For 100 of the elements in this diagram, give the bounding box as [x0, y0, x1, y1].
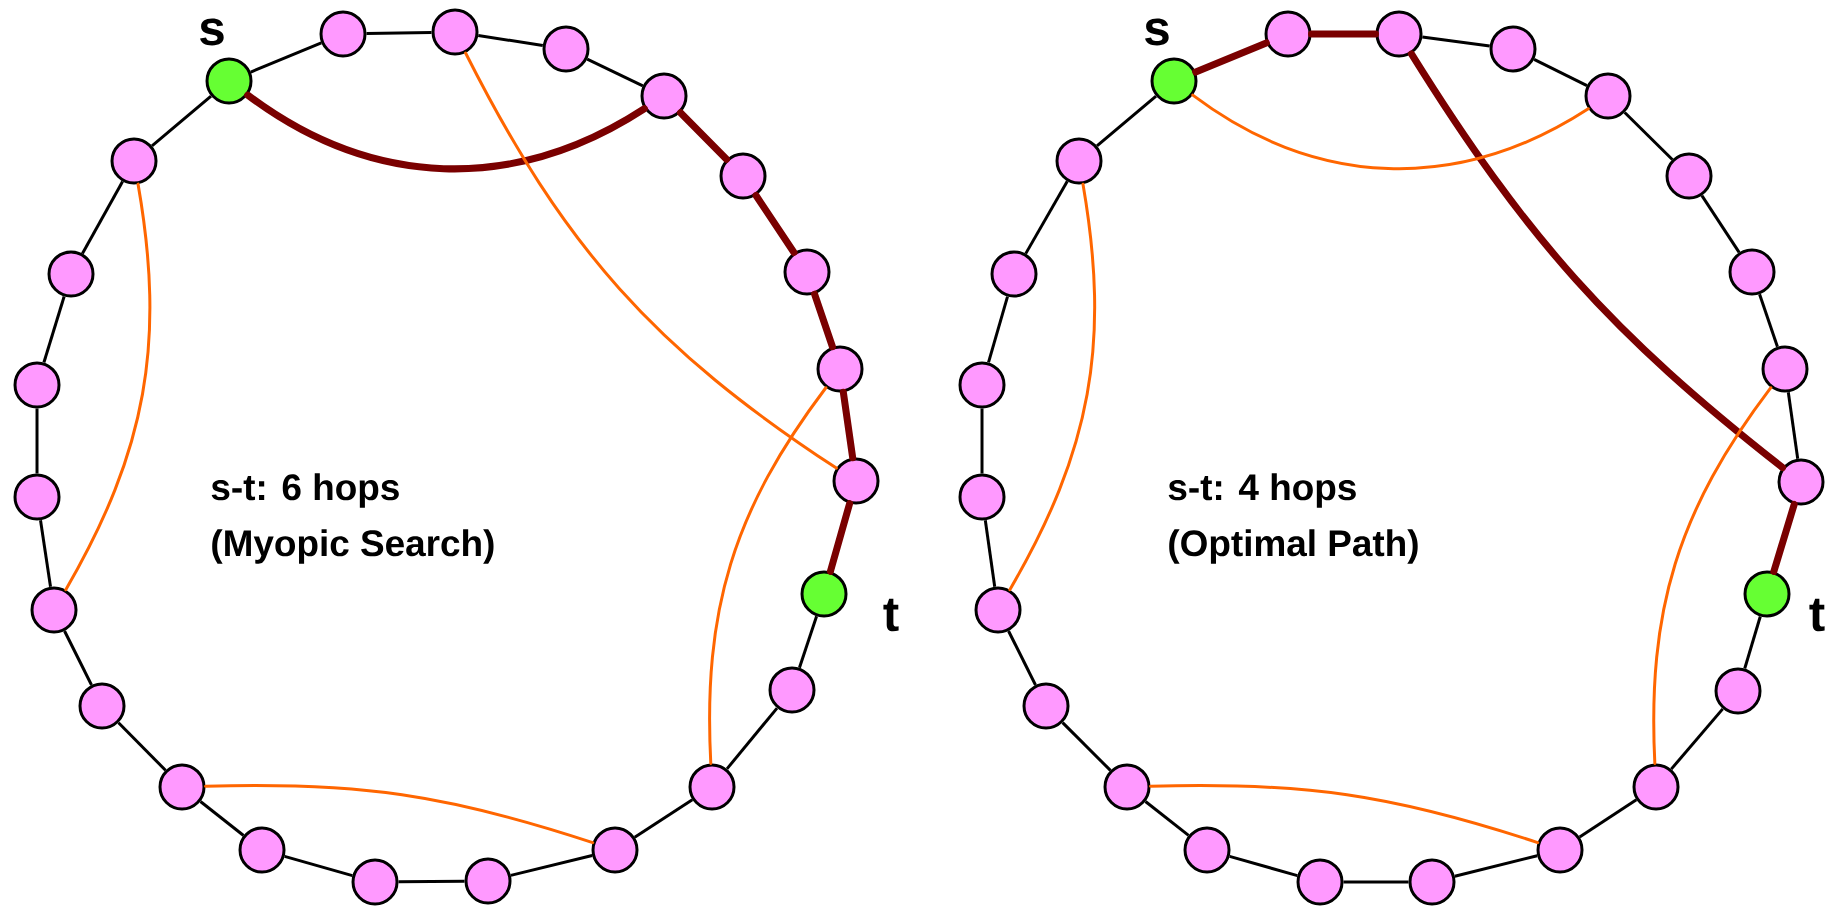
node-circle — [13, 361, 61, 409]
node-circle — [958, 473, 1006, 521]
ring-line — [1743, 616, 1762, 669]
ring-line — [1758, 293, 1779, 348]
ring-line — [1786, 392, 1800, 459]
node-circle — [800, 570, 848, 618]
node-circle — [238, 826, 286, 874]
node-circle — [1375, 10, 1423, 58]
node-circle — [351, 858, 399, 906]
link-curve — [1652, 386, 1773, 765]
caption-text: s-t: 4 hops — [1168, 473, 1356, 508]
ring-line — [478, 34, 543, 47]
node-circle — [1728, 248, 1776, 296]
ring-line — [398, 879, 465, 884]
node-circle — [1777, 458, 1825, 506]
ring-line — [35, 408, 39, 474]
ring-line — [1422, 35, 1490, 48]
ring-line — [81, 180, 124, 255]
node-label: t — [883, 598, 899, 632]
node-label: s — [200, 18, 224, 46]
node-circle — [1584, 72, 1632, 120]
ring-line — [250, 41, 322, 74]
link-curve — [708, 386, 828, 766]
ring-line — [1670, 707, 1724, 771]
node-circle — [319, 10, 367, 58]
ring-line — [798, 615, 818, 669]
node-circle — [719, 152, 767, 200]
ring-line — [42, 296, 66, 363]
ring-line — [117, 721, 167, 772]
path-line — [826, 500, 854, 575]
ring-line — [1061, 721, 1112, 772]
caption-text: s-t: 6 hops — [211, 473, 399, 508]
ring-line — [151, 94, 212, 147]
node-circle — [591, 826, 639, 874]
ring-line — [39, 520, 52, 587]
ring-line — [284, 854, 353, 878]
link-curve — [464, 51, 838, 470]
node-circle — [1743, 570, 1791, 618]
ring-line — [980, 408, 984, 474]
ring-line — [1096, 94, 1157, 147]
ring-line — [63, 630, 93, 686]
node-circle — [158, 763, 206, 811]
link-curve — [204, 784, 595, 845]
node-circle — [1296, 858, 1344, 906]
path-line — [244, 91, 648, 173]
ring-line — [1229, 854, 1298, 878]
ring-line — [983, 520, 997, 587]
link-curve — [1191, 93, 1590, 170]
ring-line — [1623, 111, 1674, 161]
caption-text: (Myopic Search) — [212, 529, 494, 564]
node-circle — [464, 857, 512, 905]
node-circle — [1022, 682, 1070, 730]
node-circle — [1761, 345, 1809, 393]
node-circle — [768, 666, 816, 714]
node-circle — [110, 137, 158, 185]
node-circle — [47, 250, 95, 298]
ring-line — [725, 707, 779, 770]
node-circle — [1055, 137, 1103, 185]
path-line — [1407, 50, 1787, 471]
node-circle — [1536, 826, 1584, 874]
link-curve — [64, 182, 152, 592]
node-circle — [958, 361, 1006, 409]
path-line — [752, 192, 798, 256]
ring-line — [633, 798, 694, 839]
node-circle — [13, 473, 61, 521]
node-circle — [1489, 25, 1537, 73]
path-line — [1770, 500, 1798, 576]
link-curve — [1149, 784, 1540, 845]
path-line — [1308, 30, 1380, 38]
node-circle — [431, 8, 479, 56]
link-curve — [1008, 182, 1097, 592]
node-circle — [832, 457, 880, 505]
ring-line — [1007, 630, 1037, 686]
node-circle — [640, 72, 688, 120]
ring-line — [1144, 800, 1190, 837]
ring-line — [1343, 880, 1409, 884]
node-label: t — [1809, 598, 1825, 632]
ring-line — [510, 854, 593, 877]
node-label: s — [1145, 18, 1169, 46]
node-circle — [816, 345, 864, 393]
ring-line — [987, 296, 1009, 363]
node-circle — [1264, 10, 1312, 58]
node-circle — [30, 586, 78, 634]
node-circle — [688, 763, 736, 811]
path-line — [677, 109, 731, 163]
path-line — [811, 290, 836, 351]
node-circle — [1714, 667, 1762, 715]
node-circle — [1103, 763, 1151, 811]
ring-line — [366, 30, 432, 36]
ring-line — [1454, 854, 1538, 878]
node-circle — [1150, 57, 1198, 105]
ring-line — [586, 57, 644, 88]
ring-line — [199, 800, 245, 837]
node-circle — [1665, 152, 1713, 200]
path-line — [839, 388, 857, 462]
node-circle — [783, 248, 831, 296]
ring-line — [1533, 58, 1588, 87]
ring-line — [1578, 798, 1638, 839]
ring-line — [1024, 180, 1069, 255]
node-circle — [205, 57, 253, 105]
